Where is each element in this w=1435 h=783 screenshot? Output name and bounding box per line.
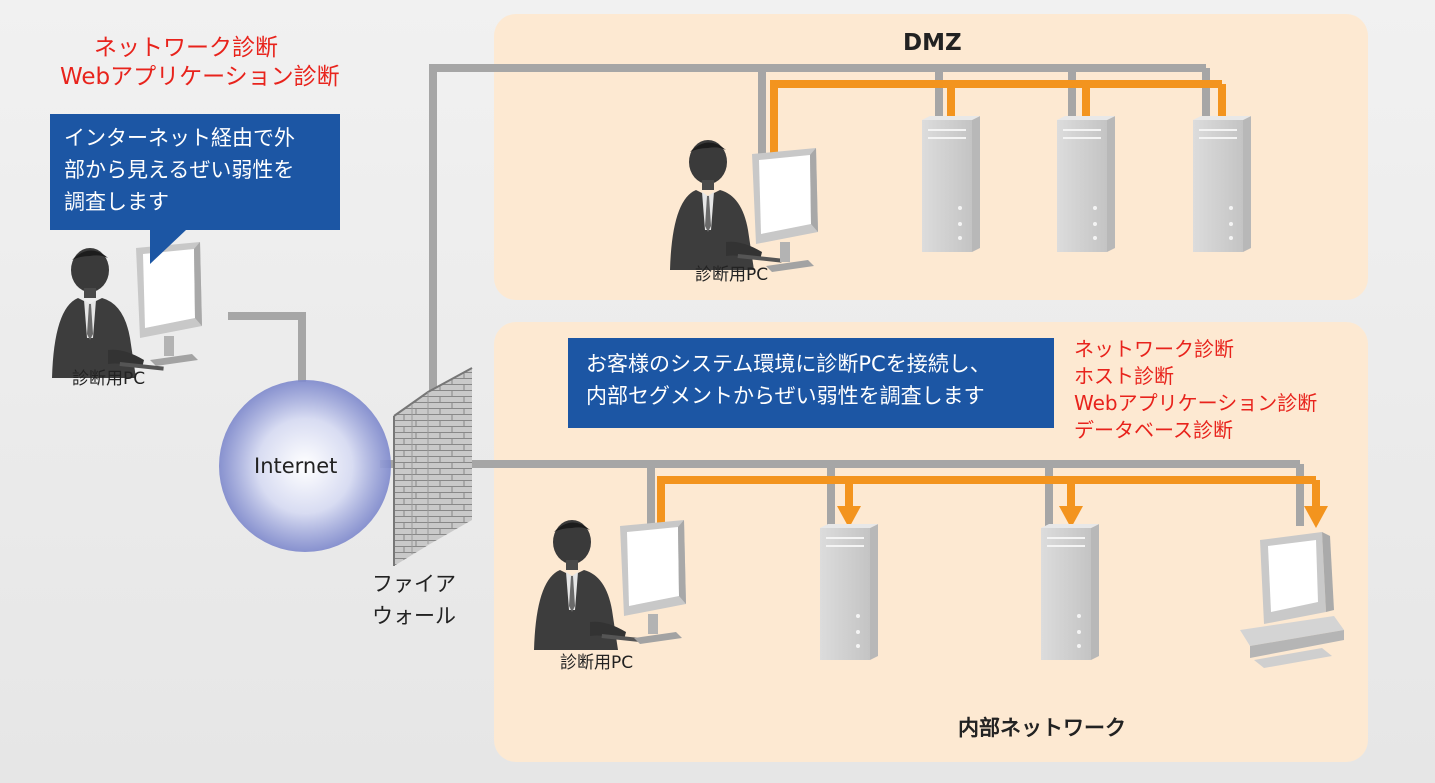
internal-zone [494,322,1368,762]
internal-server-icon [819,523,879,661]
dmz-title: DMZ [903,30,962,56]
internal-service: ホスト診断 [1074,364,1174,388]
internal-service: ネットワーク診断 [1074,337,1234,361]
firewall-label: ファイア ウォール [372,572,456,628]
internal-title: 内部ネットワーク [958,716,1126,740]
external-bubble: インターネット経由で外 部から見えるぜい弱性を 調査します [50,114,340,230]
external-service-2: Webアプリケーション診断 [60,64,340,90]
dmz-server-icon [1056,115,1116,253]
internet-label: Internet [254,454,338,478]
internal-server-icon [1040,523,1100,661]
internal-bubble: お客様のシステム環境に診断PCを接続し、 内部セグメントからぜい弱性を調査します [568,338,1054,428]
internal-services: ネットワーク診断 ホスト診断 Webアプリケーション診断 データベース診断 [1074,336,1317,444]
bubble-tail [150,230,186,264]
internal-service: データベース診断 [1074,418,1233,442]
monitor-icon [136,242,202,366]
internal-pc-label: 診断用PC [560,653,634,673]
diagnostic-lines [657,80,1320,548]
internal-service: Webアプリケーション診断 [1074,391,1318,415]
external-service-1: ネットワーク診断 [94,35,278,61]
firewall-icon [393,367,473,566]
dmz-pc-label: 診断用PC [695,265,769,285]
internet-cloud-icon [219,380,391,552]
dmz-server-icon [1192,115,1252,253]
dmz-server-icon [921,115,981,253]
external-pc-label: 診断用PC [72,369,146,389]
